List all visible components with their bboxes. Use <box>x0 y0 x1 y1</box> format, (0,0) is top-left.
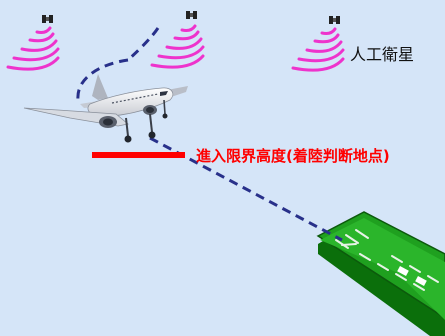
airplane-icon <box>23 74 188 143</box>
decision-altitude-label: 進入限界高度(着陸判断地点) <box>196 147 390 165</box>
satellite-icon <box>186 11 197 19</box>
signal-wave-icon <box>6 26 60 71</box>
decision-altitude-bar <box>92 152 185 158</box>
satellite-icon <box>42 15 53 23</box>
flight-path-upper <box>126 27 160 62</box>
signal-wave-icon <box>150 24 205 69</box>
satellite-icon <box>329 16 340 24</box>
satellite-label: 人工衛星 <box>350 45 415 64</box>
signal-wave-icon <box>291 27 345 72</box>
runway-icon <box>316 211 445 336</box>
